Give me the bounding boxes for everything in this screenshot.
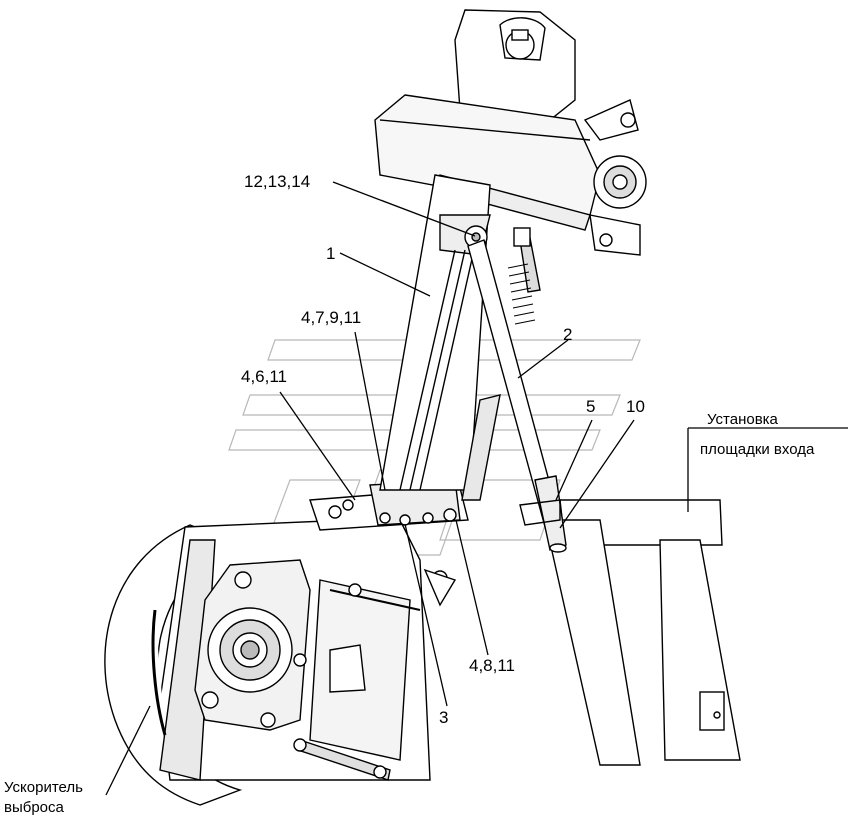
entry-platform-label-line1: Установка: [707, 411, 778, 428]
mount-head: [374, 9, 647, 256]
accelerator-label-line1: Ускоритель: [4, 779, 83, 796]
rod-assembly: [464, 225, 567, 553]
entry-platform-label-line2: площадки входа: [700, 441, 815, 458]
callout-5: 5: [586, 397, 596, 416]
entry-platform: [544, 499, 741, 766]
callout-4-8-11: 4,8,11: [469, 656, 516, 675]
callout-4-6-11: 4,6,11: [241, 367, 288, 386]
accelerator-label-line2: выброса: [4, 799, 64, 816]
callout-1: 1: [326, 244, 336, 263]
accelerator-housing: [104, 519, 431, 806]
mount-bracket: [309, 479, 469, 607]
callout-10: 10: [626, 397, 645, 416]
callout-4-7-9-11: 4,7,9,11: [301, 308, 362, 327]
entry-platform-label: Установка: [707, 411, 778, 429]
callout-12-13-14: 12,13,14: [244, 172, 311, 191]
callout-3: 3: [439, 708, 449, 727]
support-beam: [379, 174, 501, 501]
leader-lines: [105, 181, 848, 796]
accelerator-label: Ускоритель выброса: [4, 778, 83, 818]
callout-2: 2: [563, 325, 573, 344]
entry-platform-label-2: площадки входа: [700, 441, 814, 459]
